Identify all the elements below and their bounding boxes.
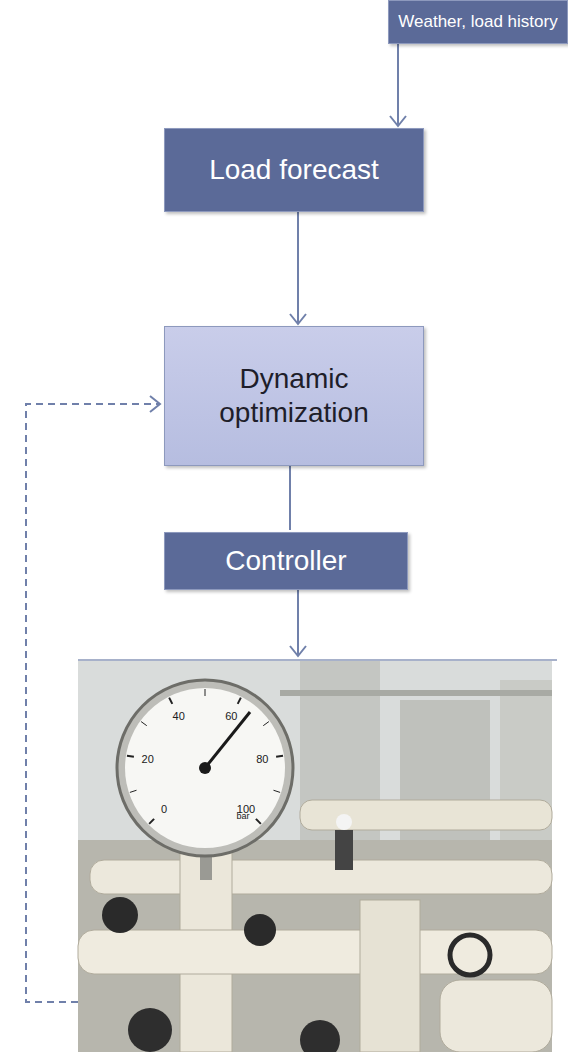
gauge-tick xyxy=(127,756,134,757)
gauge-tick xyxy=(276,756,283,757)
ground xyxy=(78,840,552,1052)
flange xyxy=(128,1008,172,1052)
gauge-tick xyxy=(149,819,154,824)
pipe xyxy=(90,860,552,894)
arrow-head xyxy=(290,646,306,656)
connector xyxy=(289,466,291,530)
flange xyxy=(300,1020,340,1052)
feedback-line xyxy=(26,404,160,1002)
gauge-tick xyxy=(238,698,241,704)
pipe xyxy=(440,980,552,1052)
valve-wheel xyxy=(244,914,276,946)
connector xyxy=(397,44,399,126)
valve-wheel xyxy=(102,897,138,933)
valve-wheel xyxy=(450,935,490,975)
pipe xyxy=(360,900,420,1052)
gauge-unit: bar xyxy=(236,812,249,821)
gauge-number: 0 xyxy=(161,804,167,815)
gauge-rim xyxy=(117,680,293,856)
photo-top-rule xyxy=(78,659,557,661)
sky xyxy=(78,661,552,1052)
gauge-tick xyxy=(169,698,172,704)
connector xyxy=(297,212,299,324)
gauge-tick xyxy=(263,722,269,726)
pipe xyxy=(300,800,552,830)
box-label: Dynamic optimization xyxy=(185,362,403,429)
input-box: Weather, load history xyxy=(388,0,568,44)
worker xyxy=(335,830,353,870)
gauge-number: 80 xyxy=(256,753,268,764)
arrow-head xyxy=(290,314,306,324)
process-box: Load forecast xyxy=(164,128,424,212)
gauge-number: 40 xyxy=(173,711,185,722)
box-label: Controller xyxy=(225,544,346,578)
gauge-hub xyxy=(199,762,211,774)
gauge-tick xyxy=(141,722,147,726)
box-label: Weather, load history xyxy=(398,12,557,32)
gauge-tick xyxy=(205,689,206,696)
gauge-tick xyxy=(273,790,280,792)
control-line xyxy=(297,590,299,656)
arrow-head xyxy=(150,396,160,412)
optimization-box: Dynamic optimization xyxy=(164,326,424,466)
worker-helmet xyxy=(336,814,352,830)
controller-box: Controller xyxy=(164,532,408,590)
gauge-tick xyxy=(130,790,137,792)
gauge-tick xyxy=(256,819,261,824)
box-label: Load forecast xyxy=(209,153,379,187)
gauge-ticks xyxy=(127,689,283,824)
gauge-number: 60 xyxy=(225,711,237,722)
gauge-face xyxy=(125,688,285,848)
arrow-head xyxy=(390,116,406,126)
pipe-rack xyxy=(280,690,552,696)
pipe xyxy=(78,930,552,974)
gauge-number: 20 xyxy=(142,753,154,764)
